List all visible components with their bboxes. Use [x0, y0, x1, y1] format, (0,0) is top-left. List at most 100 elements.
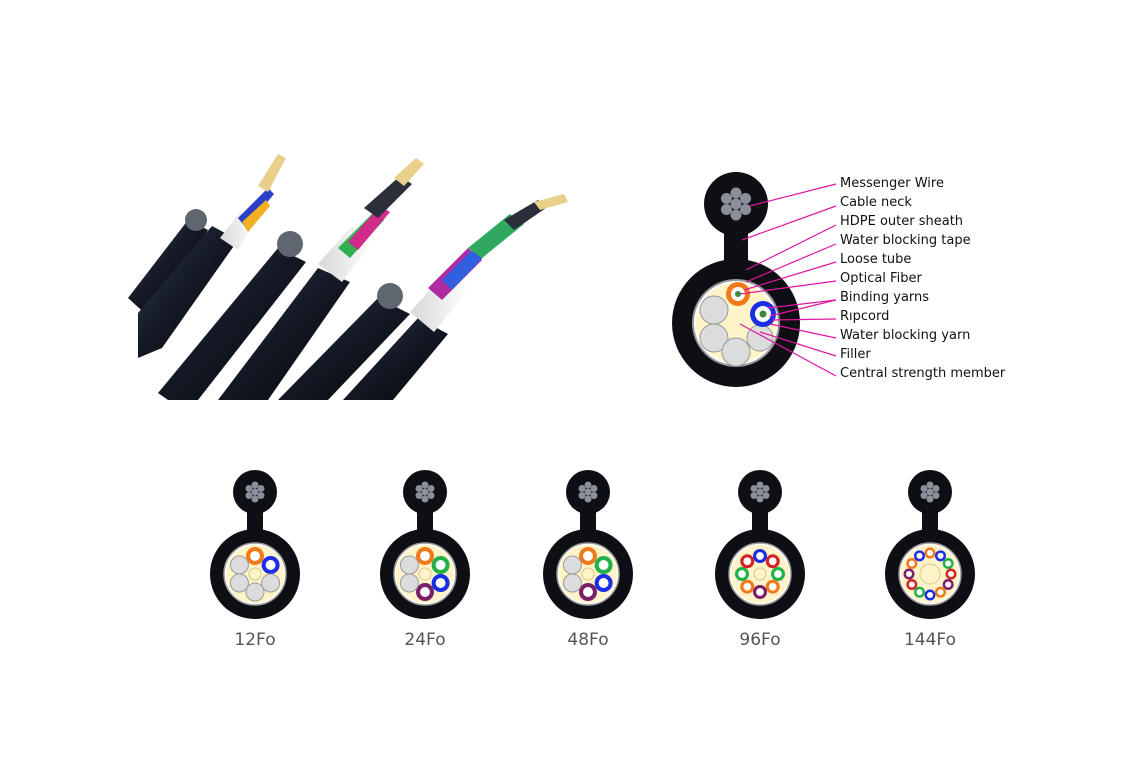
- messenger-strand: [427, 485, 435, 492]
- messenger-strand: [762, 492, 770, 499]
- loose-tube-inner: [743, 582, 752, 591]
- messenger-strand: [920, 485, 928, 492]
- loose-tube-inner: [743, 557, 752, 566]
- messenger-strand: [578, 485, 586, 492]
- filler: [399, 573, 419, 593]
- messenger-strand: [762, 485, 770, 492]
- messenger-strand: [590, 485, 598, 492]
- filler: [229, 555, 249, 575]
- loose-tube-inner: [945, 581, 952, 588]
- filler: [699, 295, 729, 325]
- loose-tube-inner: [435, 560, 446, 570]
- messenger-strand: [932, 485, 940, 492]
- loose-tube-orange: [726, 282, 750, 306]
- variant-cross-sections: [210, 470, 975, 619]
- messenger-strand: [257, 492, 265, 499]
- cable-1-illustration: [128, 154, 286, 358]
- central-strength-member: [753, 567, 767, 581]
- variant-caption: 24Fo: [404, 630, 446, 650]
- variant-cross-section: [715, 470, 805, 619]
- messenger-strand: [920, 492, 928, 499]
- legend-label: Binding yarns: [840, 290, 930, 305]
- messenger-strand: [251, 495, 259, 503]
- variant-caption: 48Fo: [567, 630, 609, 650]
- messenger-strand: [245, 492, 253, 499]
- messenger-strand: [427, 492, 435, 499]
- filler: [229, 573, 249, 593]
- variant-cross-section: [380, 470, 470, 619]
- central-strength-member: [919, 563, 941, 585]
- variant-cross-section: [885, 470, 975, 619]
- leader-lines: [739, 183, 837, 377]
- loose-tube-inner: [908, 560, 915, 567]
- messenger-strand: [926, 495, 934, 503]
- legend-label: Loose tube: [840, 252, 912, 267]
- legend-label: Water blocking tape: [840, 233, 971, 248]
- filler: [562, 555, 582, 575]
- loose-tube-inner: [908, 581, 915, 588]
- messenger-strand: [756, 495, 764, 503]
- central-strength-member: [248, 567, 262, 581]
- filler: [399, 555, 419, 575]
- central-strength-member: [731, 315, 745, 329]
- variant-cross-section: [543, 470, 633, 619]
- loose-tube-inner: [916, 589, 923, 596]
- messenger-strand: [750, 485, 758, 492]
- messenger-strand: [251, 481, 259, 489]
- legend-label: Filler: [840, 347, 871, 362]
- legend-label: Water blocking yarn: [840, 328, 971, 343]
- loose-tube-inner: [768, 582, 777, 591]
- central-strength-member: [418, 567, 432, 581]
- loose-tube-blue: [750, 301, 776, 327]
- loose-tube-inner: [756, 588, 764, 596]
- messenger-strand: [584, 481, 592, 489]
- loose-tube-inner: [945, 560, 952, 567]
- loose-tube-inner: [926, 549, 934, 557]
- messenger-strand: [584, 495, 592, 503]
- messenger-strand: [421, 488, 429, 496]
- variant-cross-section: [210, 470, 300, 619]
- legend-label: Optical Fiber: [840, 271, 922, 286]
- filler: [562, 573, 582, 593]
- cable-2-illustration: [158, 158, 424, 400]
- messenger-strands: [721, 187, 751, 221]
- loose-tube-inner: [598, 560, 609, 570]
- loose-tube-inner: [774, 570, 782, 578]
- loose-tube-inner: [937, 552, 944, 559]
- legend-label: HDPE outer sheath: [840, 214, 964, 229]
- loose-tube-inner: [905, 570, 913, 578]
- messenger-strand: [756, 481, 764, 489]
- messenger-strand: [415, 485, 423, 492]
- messenger-strand: [245, 485, 253, 492]
- messenger-strand: [750, 492, 758, 499]
- loose-tube-inner: [738, 570, 746, 578]
- filler: [746, 324, 774, 352]
- loose-tube-inner: [435, 578, 446, 588]
- loose-tube-inner: [250, 551, 260, 561]
- messenger-strand: [926, 488, 934, 496]
- cable-3-illustration: [278, 194, 568, 400]
- messenger-strand: [756, 488, 764, 496]
- loose-tube-inner: [937, 589, 944, 596]
- loose-tube-inner: [916, 552, 923, 559]
- filler: [245, 582, 265, 602]
- legend-label: Rıpcord: [840, 309, 890, 324]
- loose-tube-inner: [265, 560, 276, 570]
- loose-tube-inner: [926, 591, 934, 599]
- messenger-strand: [421, 495, 429, 503]
- messenger-strand: [257, 485, 265, 492]
- filler: [721, 337, 751, 367]
- legend-label: Cable neck: [840, 195, 912, 210]
- messenger-strand: [590, 492, 598, 499]
- variant-caption: 96Fo: [739, 630, 781, 650]
- filler: [261, 573, 281, 593]
- messenger-strand: [421, 481, 429, 489]
- loose-tube-inner: [756, 552, 764, 560]
- loose-tube-inner: [768, 557, 777, 566]
- cable-photo-illustration: [128, 154, 568, 400]
- messenger-strand: [415, 492, 423, 499]
- filler: [699, 323, 729, 353]
- loose-tube-inner: [420, 587, 430, 597]
- messenger-strand: [584, 488, 592, 496]
